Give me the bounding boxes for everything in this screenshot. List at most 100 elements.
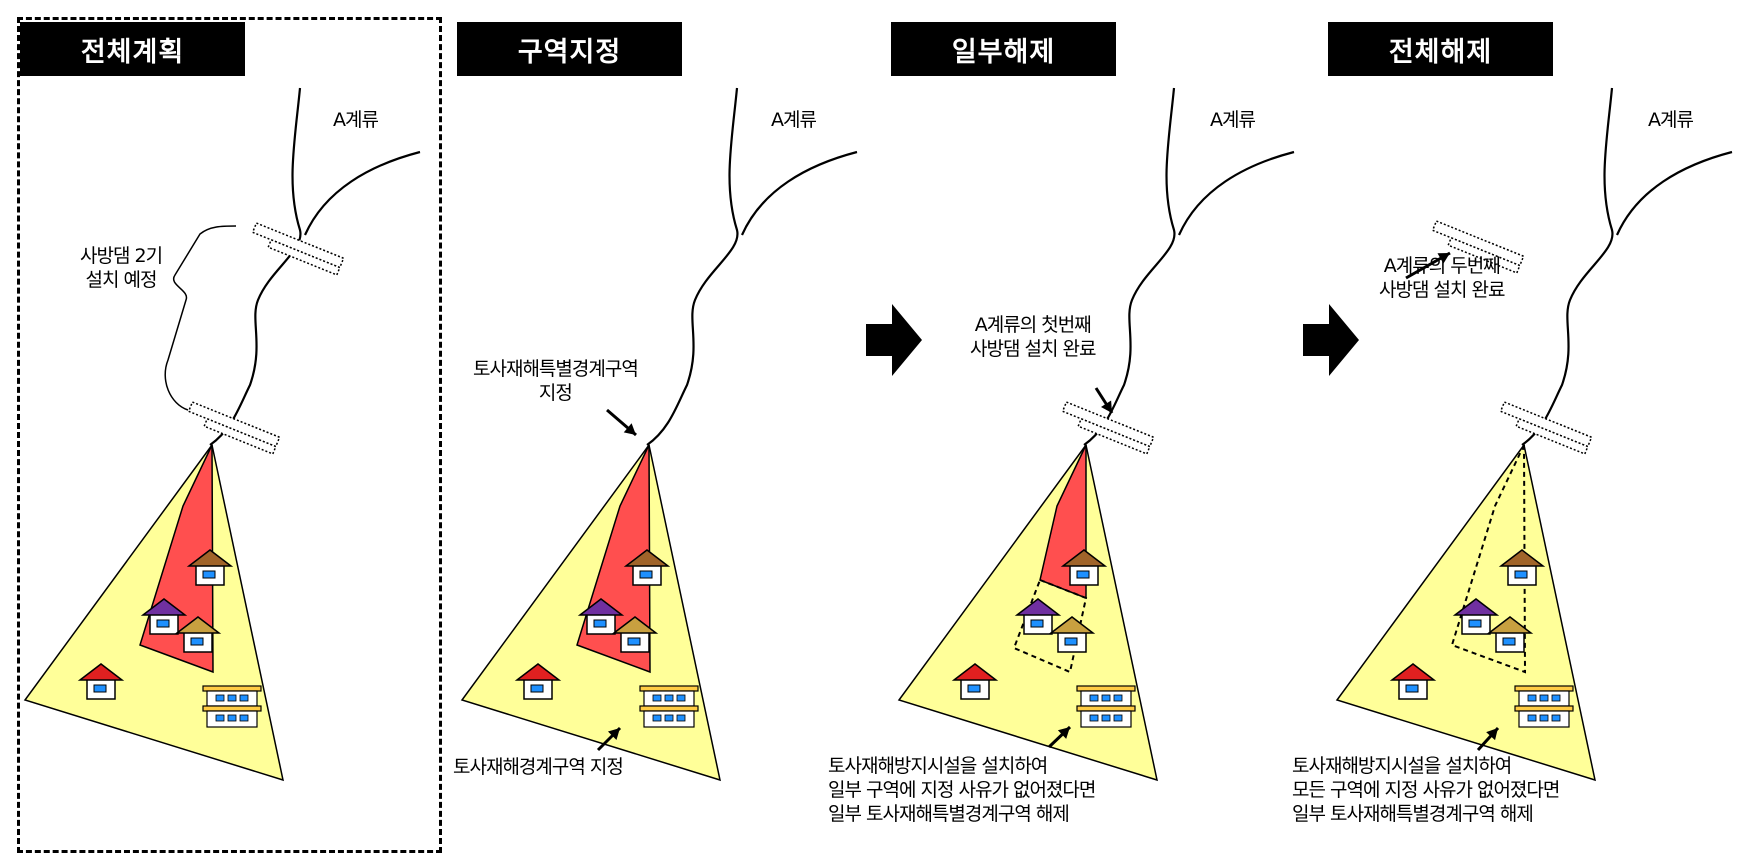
annotation-line: 사방댐 설치 완료 xyxy=(970,338,1096,360)
house-roof xyxy=(174,616,222,634)
check-dam-icon xyxy=(1061,401,1155,455)
apartment-window xyxy=(1101,694,1111,702)
house-icon xyxy=(77,663,125,700)
house-window xyxy=(190,637,204,646)
apartment-icon xyxy=(202,685,262,728)
check-dam-icon xyxy=(1499,401,1593,455)
house-roof xyxy=(514,663,562,681)
panel-full-plan: 전체계획 A계류 사방댐 2기 설치 예정 xyxy=(0,0,442,866)
dam-plan-annotation: 사방댐 2기 설치 예정 xyxy=(80,244,163,292)
house-icon xyxy=(186,549,234,586)
apartment-window xyxy=(1527,694,1537,702)
dam-inner xyxy=(1447,236,1521,274)
apartment-window xyxy=(664,694,674,702)
house-window xyxy=(1502,637,1516,646)
house-icon xyxy=(611,616,659,653)
house-window xyxy=(530,684,544,693)
stream-label: A계류 xyxy=(333,109,379,131)
special-zone-annotation: 토사재해특별경계구역 지정 xyxy=(473,357,639,405)
house-roof xyxy=(623,549,671,567)
apartment-icon xyxy=(639,685,699,728)
pointer-head xyxy=(1057,727,1070,739)
apartment-ledge xyxy=(1076,705,1136,712)
stream-line xyxy=(1083,87,1176,446)
stream-branch-line xyxy=(303,150,421,236)
stream-line xyxy=(209,87,302,446)
house-roof xyxy=(577,598,625,616)
annotation-line: 모든 구역에 지정 사유가 없어졌다면 xyxy=(1292,779,1560,801)
house-window xyxy=(156,619,170,628)
stream-line xyxy=(646,87,739,446)
annotation-line: 토사재해방지시설을 설치하여 xyxy=(828,755,1048,777)
house-icon xyxy=(514,663,562,700)
stream-label: A계류 xyxy=(1210,109,1256,131)
house-icon xyxy=(1498,549,1546,586)
panel-full-release: 전체해제 A계류 A계류의 두번째 사방댐 설치 완료 토사재해방지시설을 설치… xyxy=(1292,0,1739,866)
apartment-window xyxy=(664,714,674,722)
apartment-roof xyxy=(1514,685,1574,692)
stream-branch-line xyxy=(1615,150,1733,236)
house-icon xyxy=(140,598,188,635)
apartment-window xyxy=(1551,694,1561,702)
next-step-arrow-icon xyxy=(1303,304,1359,376)
pointer-arrow-icon xyxy=(1405,251,1451,280)
stream-branch-line xyxy=(740,150,858,236)
dam-outer xyxy=(1499,401,1593,448)
house-icon xyxy=(623,549,671,586)
apartment-window xyxy=(676,714,686,722)
pointer-arrow-icon xyxy=(1476,726,1500,752)
panel-title: 전체해제 xyxy=(1328,22,1553,76)
next-step-arrow-icon xyxy=(866,304,922,376)
annotation-line: 사방댐 설치 완료 xyxy=(1379,279,1505,301)
apartment-window xyxy=(227,694,237,702)
apartment-icon xyxy=(1514,685,1574,728)
plan-dashed-frame xyxy=(17,17,442,853)
apartment-window xyxy=(1113,714,1123,722)
apartment-window xyxy=(215,714,225,722)
apartment-roof xyxy=(639,685,699,692)
apartment-window xyxy=(215,694,225,702)
house-icon xyxy=(1452,598,1500,635)
house-roof xyxy=(1486,616,1534,634)
apartment-ledge xyxy=(202,705,262,712)
house-roof xyxy=(1060,549,1108,567)
annotation-line: 지정 xyxy=(538,382,573,404)
pointer-head xyxy=(623,423,636,435)
panel-scene xyxy=(460,87,858,782)
house-window xyxy=(627,637,641,646)
annotation-line: A계류의 첫번째 xyxy=(974,314,1092,336)
house-window xyxy=(967,684,981,693)
panel-scene xyxy=(897,87,1295,782)
stream-line xyxy=(1521,87,1614,446)
annotation-line: 일부 토사재해특별경계구역 해제 xyxy=(828,803,1070,825)
apartment-window xyxy=(239,714,249,722)
annotation-line: 설치 예정 xyxy=(85,269,158,291)
dam-inner xyxy=(1077,417,1151,455)
panel-title: 구역지정 xyxy=(457,22,682,76)
annotation-line: 일부 구역에 지정 사유가 없어졌다면 xyxy=(828,779,1096,801)
released-zone-outline xyxy=(1450,444,1527,674)
apartment-window xyxy=(1089,714,1099,722)
house-window xyxy=(593,619,607,628)
annotation-line: A계류의 두번째 xyxy=(1383,255,1501,277)
stream-label: A계류 xyxy=(1648,109,1694,131)
pointer-arrow-icon xyxy=(1094,387,1114,414)
house-window xyxy=(1030,619,1044,628)
dam-outer xyxy=(187,401,281,448)
check-dam-icon xyxy=(1431,220,1525,274)
house-icon xyxy=(1389,663,1437,700)
house-window xyxy=(1405,684,1419,693)
pointer-arrow-icon xyxy=(596,726,622,752)
house-icon xyxy=(1486,616,1534,653)
house-window xyxy=(202,570,216,579)
release-annotation: 토사재해방지시설을 설치하여 모든 구역에 지정 사유가 없어졌다면 일부 토사… xyxy=(1292,754,1560,826)
stream-label: A계류 xyxy=(771,109,817,131)
pointer-head xyxy=(1437,253,1450,264)
house-icon xyxy=(1060,549,1108,586)
apartment-window xyxy=(239,694,249,702)
house-window xyxy=(1468,619,1482,628)
apartment-icon xyxy=(1076,685,1136,728)
house-window xyxy=(1076,570,1090,579)
annotation-line: 토사재해방지시설을 설치하여 xyxy=(1292,755,1512,777)
house-roof xyxy=(77,663,125,681)
